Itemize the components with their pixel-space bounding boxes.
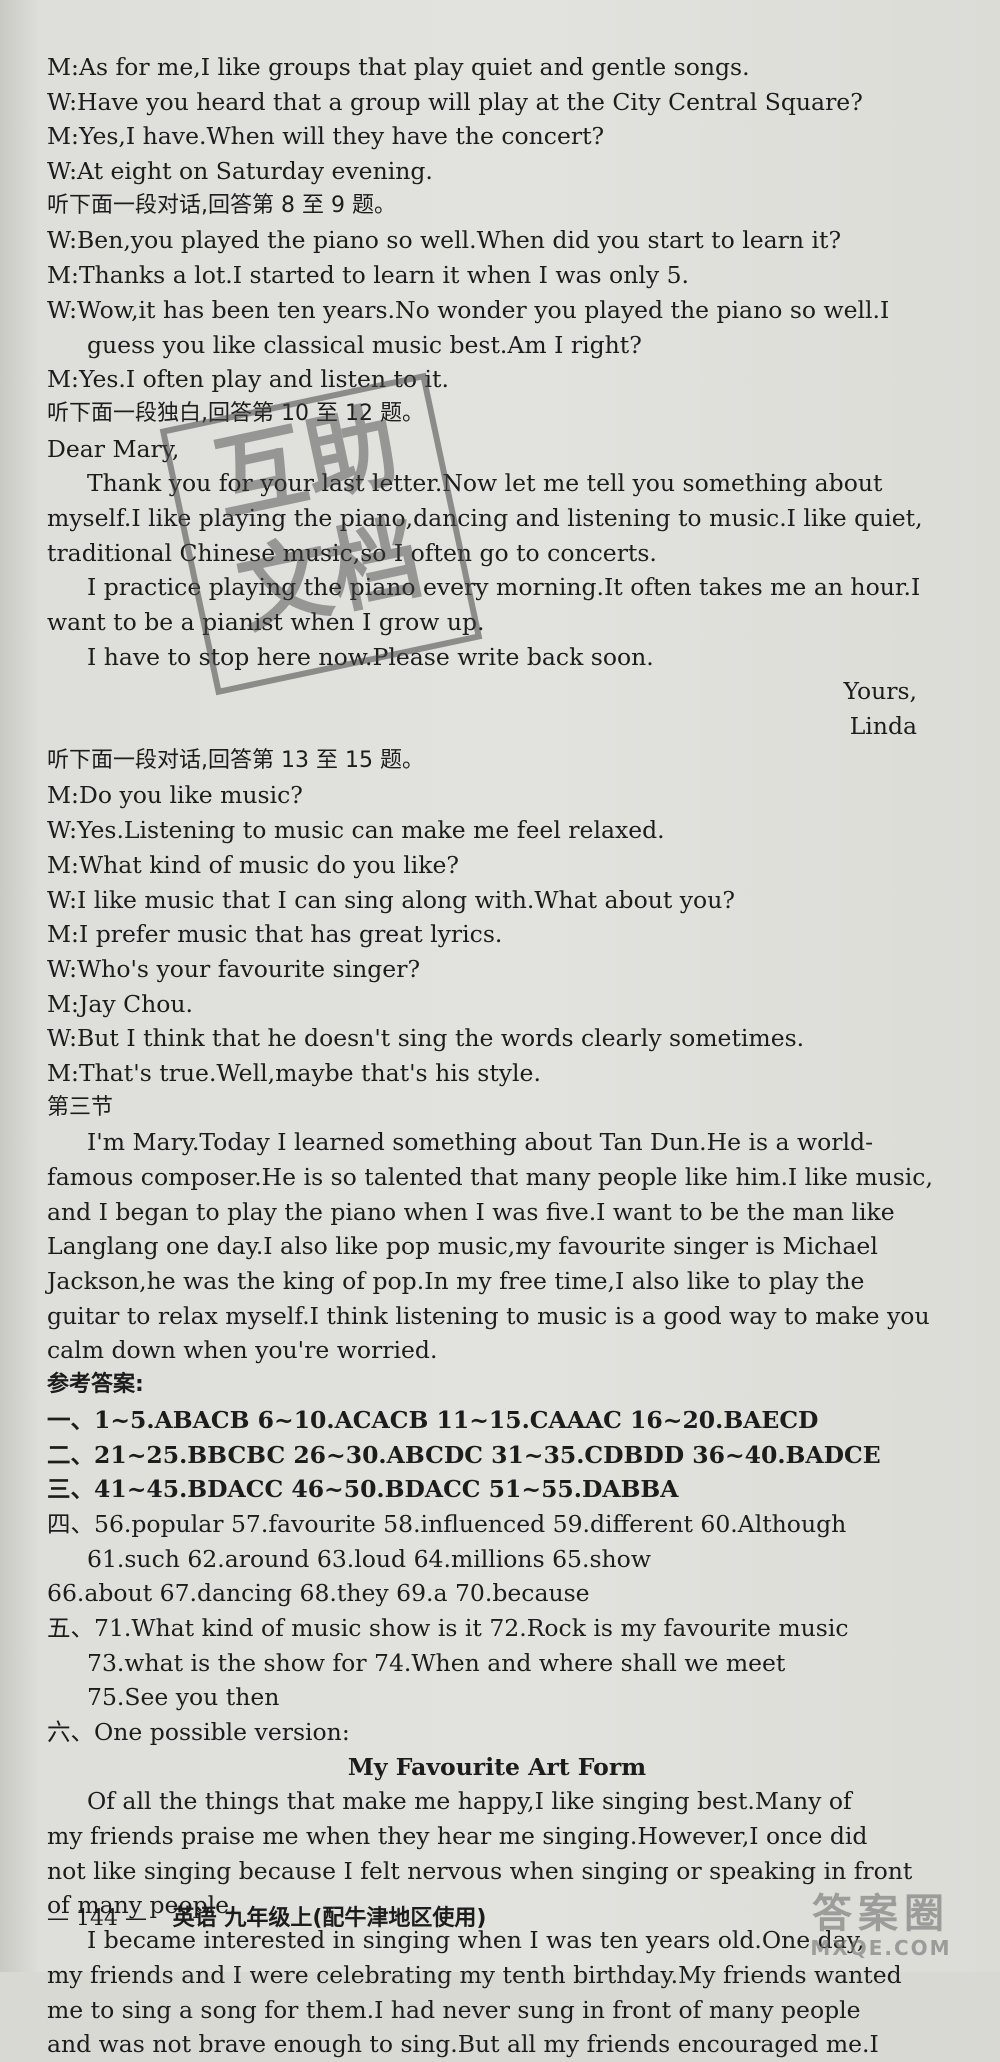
text-line: W:Yes.Listening to music can make me fee… (47, 816, 665, 845)
letter-signature: Linda (849, 712, 917, 741)
answer-line: 三、41~45.BDACC 46~50.BDACC 51~55.DABBA (47, 1475, 679, 1504)
answer-key-heading: 参考答案: (47, 1372, 144, 1398)
text-line: want to be a pianist when I grow up. (47, 608, 485, 636)
footer-text: 英语 九年级上(配牛津地区使用) (172, 1906, 487, 1931)
text-line: guess you like classical music best.Am I… (87, 330, 642, 359)
text-line: I'm Mary.Today I learned something about… (87, 1128, 874, 1157)
text-line: myself.I like playing the piano,dancing … (47, 503, 923, 532)
text-line: famous composer.He is so talented that m… (47, 1163, 933, 1191)
section-heading: 第三节 (47, 1094, 114, 1120)
text-line: M:As for me,I like groups that play quie… (47, 53, 750, 81)
answer-line: 75.See you then (87, 1683, 280, 1712)
text-line: M:That's true.Well,maybe that's his styl… (47, 1058, 541, 1087)
text-line: Dear Mary, (47, 434, 180, 463)
text-line: W:But I think that he doesn't sing the w… (47, 1024, 805, 1053)
text-line: guitar to relax myself.I think listening… (47, 1301, 930, 1330)
answer-line: 四、56.popular 57.favourite 58.influenced … (47, 1509, 847, 1538)
text-line: I have to stop here now.Please write bac… (87, 642, 654, 671)
text-line: Thank you for your last letter.Now let m… (87, 469, 883, 498)
text-line: I practice playing the piano every morni… (87, 573, 921, 602)
text-line: M:Yes,I have.When will they have the con… (47, 122, 605, 151)
page-footer: — 144 — 英语 九年级上(配牛津地区使用) (47, 1900, 486, 1932)
text-line: W:I like music that I can sing along wit… (47, 885, 735, 914)
text-line: W:Ben,you played the piano so well.When … (47, 226, 842, 255)
text-line: Jackson,he was the king of pop.In my fre… (47, 1267, 865, 1296)
answer-line: 二、21~25.BBCBC 26~30.ABCDC 31~35.CDBDD 36… (47, 1440, 881, 1469)
text-line: traditional Chinese music,so I often go … (47, 538, 657, 567)
essay-line: and was not brave enough to sing.But all… (47, 2030, 879, 2059)
text-line: M:What kind of music do you like? (47, 850, 460, 879)
section-heading: 听下面一段对话,回答第 13 至 15 题。 (47, 747, 424, 773)
text-line: M:Thanks a lot.I started to learn it whe… (47, 261, 690, 290)
text-line: W:At eight on Saturday evening. (47, 157, 433, 186)
text-line: M:Do you like music? (47, 781, 303, 810)
brand-url: MXQE.COM (810, 1936, 952, 1960)
text-line: and I began to play the piano when I was… (47, 1197, 895, 1226)
answer-line: 66.about 67.dancing 68.they 69.a 70.beca… (47, 1579, 590, 1608)
letter-closing: Yours, (843, 677, 917, 706)
text-line: W:Wow,it has been ten years.No wonder yo… (47, 295, 890, 324)
answer-line: 73.what is the show for 74.When and wher… (87, 1648, 786, 1677)
essay-line: Of all the things that make me happy,I l… (87, 1787, 852, 1816)
text-line: Langlang one day.I also like pop music,m… (47, 1232, 878, 1261)
essay-line: not like singing because I felt nervous … (47, 1856, 913, 1885)
text-line: M:Yes.I often play and listen to it. (47, 365, 449, 394)
brand-watermark: 答案圈 MXQE.COM (776, 1892, 986, 1964)
text-line: calm down when you're worried. (47, 1336, 438, 1365)
document-body: M:As for me,I like groups that play quie… (47, 50, 947, 2062)
answer-line: 五、71.What kind of music show is it 72.Ro… (47, 1613, 849, 1642)
answer-line: 一、1~5.ABACB 6~10.ACACB 11~15.CAAAC 16~20… (47, 1405, 819, 1434)
text-line: W:Have you heard that a group will play … (47, 87, 863, 116)
essay-line: me to sing a song for them.I had never s… (47, 1995, 861, 2024)
text-line: M:I prefer music that has great lyrics. (47, 920, 503, 949)
text-line: W:Who's your favourite singer? (47, 954, 421, 983)
brand-title: 答案圈 (812, 1891, 950, 1937)
section-heading: 听下面一段独白,回答第 10 至 12 题。 (47, 400, 424, 426)
section-heading: 听下面一段对话,回答第 8 至 9 题。 (47, 192, 396, 218)
essay-line: my friends praise me when they hear me s… (47, 1822, 868, 1851)
answer-line: 六、One possible version: (47, 1718, 350, 1746)
essay-line: I became interested in singing when I wa… (87, 1926, 865, 1955)
essay-line: of many people. (47, 1891, 237, 1920)
text-line: M:Jay Chou. (47, 989, 194, 1018)
answer-line: 61.such 62.around 63.loud 64.millions 65… (87, 1544, 651, 1573)
page-number: — 144 — (47, 1906, 147, 1931)
essay-title: My Favourite Art Form (347, 1752, 647, 1781)
